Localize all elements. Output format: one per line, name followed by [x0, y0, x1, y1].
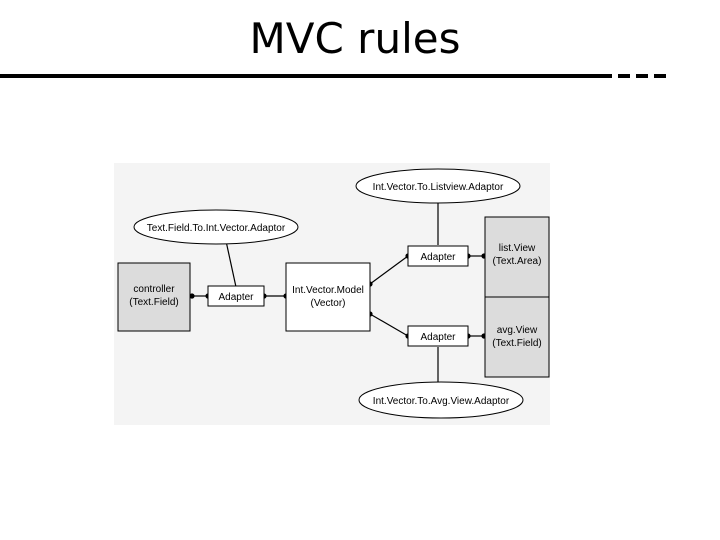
connector-model-adapter-bottom [369, 313, 409, 337]
connector-dot [189, 293, 195, 299]
avgview-adaptor-label: Int.Vector.To.Avg.View.Adaptor [373, 396, 510, 407]
model-type-label: (Vector) [310, 298, 345, 309]
textfield-adaptor-label: Text.Field.To.Int.Vector.Adaptor [147, 223, 286, 234]
avg-view-label: avg.View [497, 325, 538, 336]
list-view-type-label: (Text.Area) [493, 256, 542, 267]
controller-type-label: (Text.Field) [129, 297, 178, 308]
title-underline [0, 74, 612, 78]
avgview-adaptor-callout: Int.Vector.To.Avg.View.Adaptor [358, 381, 524, 419]
title-underline-dash-3 [654, 74, 666, 78]
diagram-canvas: controller (Text.Field) Adapter Int.Vect… [117, 168, 550, 419]
avg-view-type-label: (Text.Field) [492, 338, 541, 349]
adapter-top-label: Adapter [420, 252, 456, 263]
connector-model-adapter-top [369, 255, 409, 285]
listview-adaptor-callout: Int.Vector.To.Listview.Adaptor [355, 168, 521, 204]
adapter-left-label: Adapter [218, 292, 254, 303]
callout-line-textfield [225, 240, 237, 288]
slide-title: MVC rules [249, 14, 461, 63]
title-underline-dash-1 [618, 74, 630, 78]
title-underline-dash-2 [636, 74, 648, 78]
adapter-bottom-label: Adapter [420, 332, 456, 343]
textfield-adaptor-callout: Text.Field.To.Int.Vector.Adaptor [133, 209, 299, 245]
model-label: Int.Vector.Model [292, 285, 364, 296]
mvc-diagram: controller (Text.Field) Adapter Int.Vect… [114, 163, 550, 425]
controller-label: controller [133, 284, 175, 295]
controller-node: controller (Text.Field) [117, 262, 191, 332]
adapter-left-node: Adapter [207, 285, 265, 307]
list-view-label: list.View [499, 243, 536, 254]
avg-view-node: avg.View (Text.Field) [484, 296, 550, 378]
list-view-node: list.View (Text.Area) [484, 216, 550, 298]
adapter-bottom-node: Adapter [407, 325, 469, 347]
listview-adaptor-label: Int.Vector.To.Listview.Adaptor [373, 182, 504, 193]
model-node: Int.Vector.Model (Vector) [285, 262, 371, 332]
adapter-top-node: Adapter [407, 245, 469, 267]
